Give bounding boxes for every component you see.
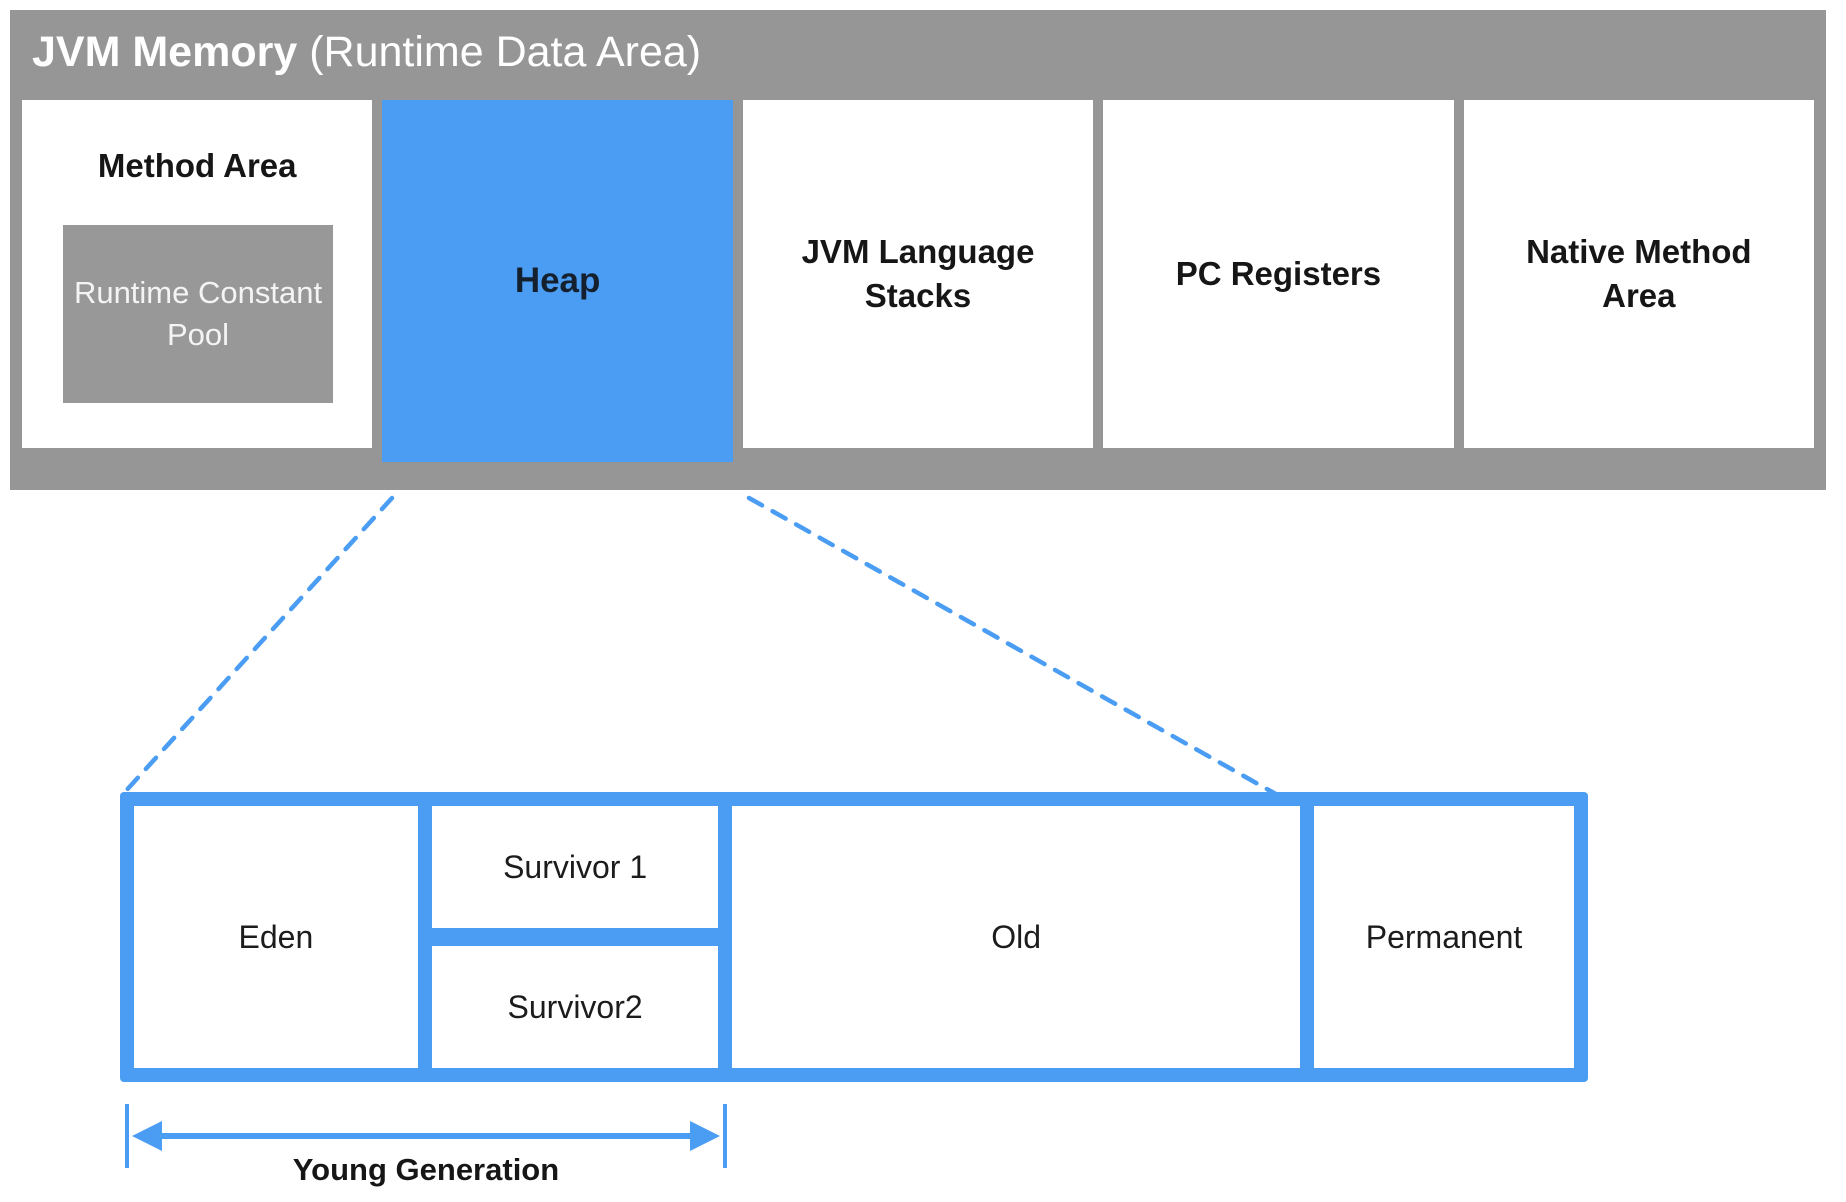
survivor1-cell: Survivor 1 [431,806,719,928]
heap-label: Heap [514,261,601,300]
pc-registers-label: PC Registers [1175,255,1382,292]
eden-cell: Eden [134,806,418,1068]
heap-box: Heap [382,100,733,462]
jvm-language-stacks-label: JVM Language Stacks [801,233,1035,314]
diagram-title: JVM Memory (Runtime Data Area) [32,24,1806,80]
heap-zoom-line-right [746,495,1293,805]
method-area-box: Method Area Runtime Constant Pool [22,100,373,448]
survivor-column: Survivor 1 Survivor2 [431,806,719,1068]
heap-zoom-line-left [121,495,395,796]
young-gen-arrowhead-left-icon [132,1121,162,1151]
jvm-language-stacks-box: JVM Language Stacks [742,100,1094,448]
permanent-cell: Permanent [1313,806,1575,1068]
old-cell: Old [732,806,1300,1068]
young-gen-arrowhead-right-icon [690,1121,720,1151]
survivor1-label: Survivor 1 [503,848,648,885]
pc-registers-box: PC Registers [1103,100,1454,448]
old-label: Old [991,918,1042,955]
native-method-area-box: Native Method Area [1463,100,1815,448]
survivor2-label: Survivor2 [507,988,643,1025]
runtime-data-area-container: JVM Memory (Runtime Data Area) Method Ar… [10,10,1826,490]
native-method-area-label: Native Method Area [1526,233,1752,314]
heap-detail-box: Eden Survivor 1 Survivor2 Old Permanent [120,792,1588,1082]
method-area-label: Method Area [97,147,297,184]
runtime-constant-pool-label: Runtime Constant Pool [73,275,323,352]
runtime-constant-pool-box: Runtime Constant Pool [63,225,333,403]
memory-areas-row: Method Area Runtime Constant Pool Heap J… [22,100,1815,462]
diagram-title-main: JVM Memory [32,28,298,76]
young-generation-label: Young Generation [292,1152,560,1187]
permanent-label: Permanent [1365,918,1523,955]
diagram-title-sub: (Runtime Data Area) [297,28,702,76]
survivor2-cell: Survivor2 [431,946,719,1068]
eden-label: Eden [238,918,314,955]
